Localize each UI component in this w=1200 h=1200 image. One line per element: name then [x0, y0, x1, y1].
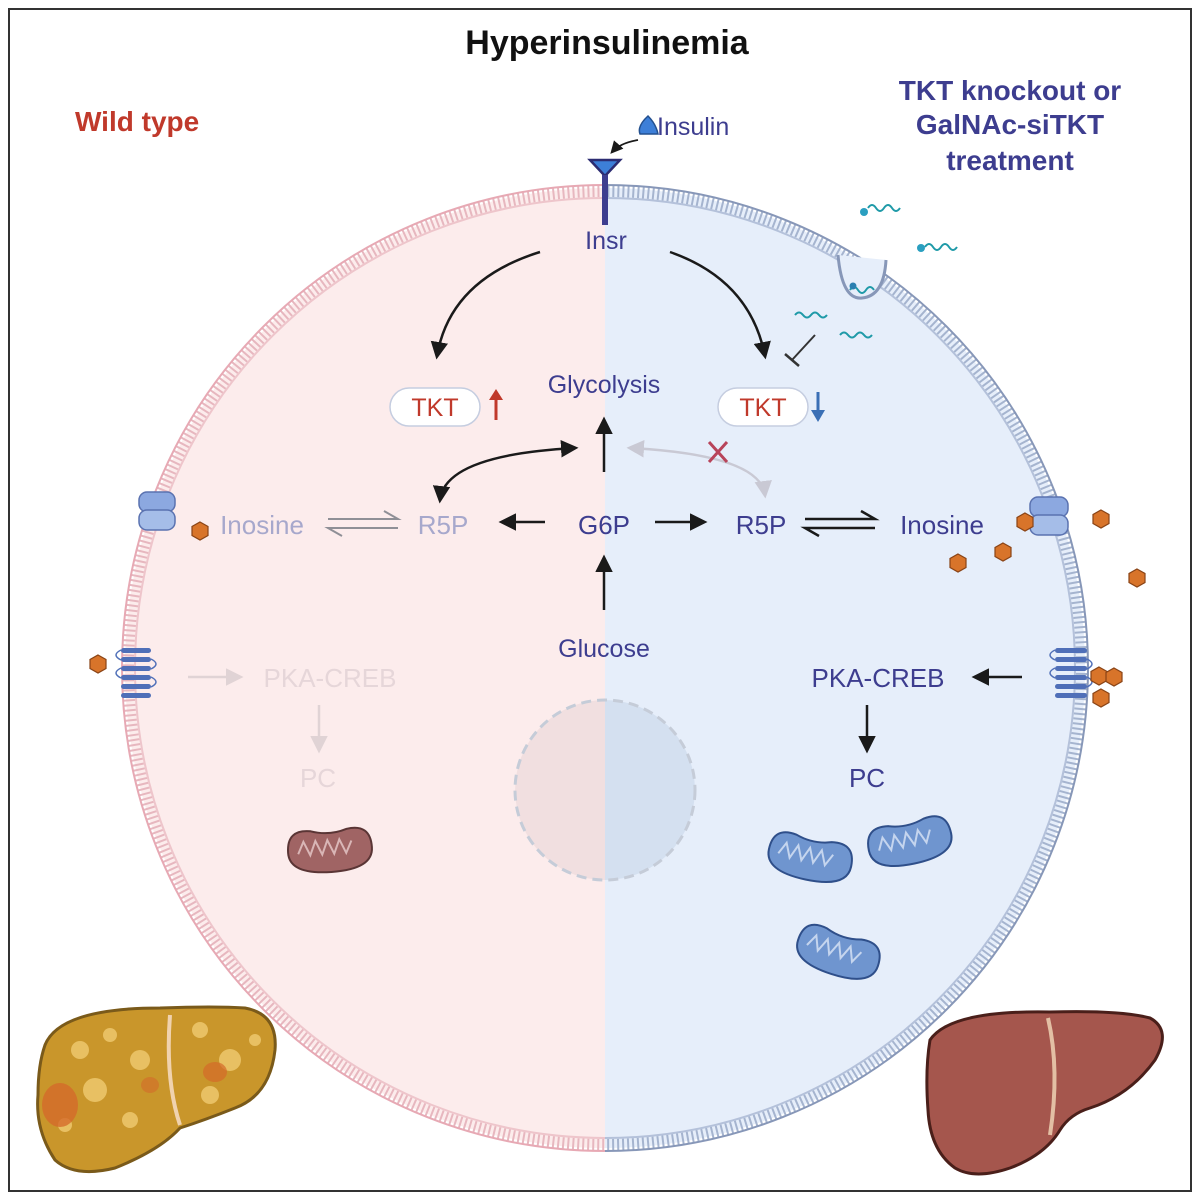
tkt-knockout-badge: TKT: [717, 387, 809, 427]
tkt-down-arrow-icon: [811, 392, 825, 422]
r5p-knockout-label: R5P: [736, 510, 787, 540]
transporter-left-icon: [138, 491, 176, 531]
inosine-hexagon-icon: [191, 521, 209, 541]
mitochondrion-icon: [796, 923, 881, 980]
tkt-wild-type-badge: TKT: [389, 387, 481, 427]
sirna-molecule-icon: [794, 311, 828, 319]
glucose-label: Glucose: [558, 635, 650, 663]
inosine-hexagon-icon: [1092, 688, 1110, 708]
knockout-heading-line2: GalNAc-siTKT: [916, 109, 1104, 140]
healthy-liver-icon: [925, 1010, 1164, 1176]
insulin-binding-arrow: [610, 139, 639, 154]
r5p-inosine-right-equilibrium: [800, 509, 880, 538]
insr-to-tkt-right-arrow: [669, 250, 771, 360]
sirna-molecule-icon: [917, 243, 958, 252]
knockout-heading-line3: treatment: [946, 145, 1074, 176]
insulin-receptor-icon: [587, 158, 623, 225]
inosine-knockout-label: Inosine: [900, 510, 984, 540]
g6p-label: G6P: [578, 510, 630, 540]
gpcr-left-icon: [115, 648, 157, 698]
nucleus: [513, 698, 697, 882]
sirna-endocytosis-icon: [836, 254, 888, 300]
transporter-right-icon: [1029, 496, 1069, 536]
tkt-knockout-label: TKT: [739, 394, 786, 422]
inosine-hexagon-icon: [1105, 667, 1123, 687]
sirna-molecule-icon: [860, 204, 901, 216]
sirna-inhibition-symbol: [784, 334, 816, 367]
insulin-label: Insulin: [657, 113, 729, 141]
r5p-glycolysis-right-blocked-arrow: [626, 440, 772, 499]
tkt-up-arrow-icon: [489, 389, 503, 420]
inosine-hexagon-icon: [1090, 666, 1108, 686]
insr-label: Insr: [585, 227, 627, 255]
pka-creb-wild-type-label: PKA-CREB: [264, 663, 397, 693]
inosine-hexagon-icon: [89, 654, 107, 674]
r5p-inosine-left-equilibrium: [324, 510, 402, 537]
gpcr-right-icon: [1049, 648, 1093, 698]
inosine-hexagon-icon: [1128, 568, 1146, 588]
inosine-hexagon-icon: [1092, 509, 1110, 529]
r5p-glycolysis-left-arrow: [432, 440, 579, 504]
pka-creb-knockout-label: PKA-CREB: [812, 663, 945, 693]
inosine-hexagon-icon: [994, 542, 1012, 562]
inosine-hexagon-icon: [949, 553, 967, 573]
mitochondrion-icon: [767, 831, 853, 883]
knockout-heading-line1: TKT knockout or: [899, 75, 1122, 106]
insr-to-tkt-left-arrow: [430, 250, 541, 360]
pc-knockout-label: PC: [849, 763, 885, 793]
fatty-liver-icon: [36, 1005, 277, 1174]
blocked-x-icon: [707, 440, 729, 464]
mitochondrion-icon: [867, 815, 953, 867]
inosine-wild-type-label: Inosine: [220, 510, 304, 540]
tkt-wild-type-label: TKT: [411, 394, 458, 422]
sirna-molecule-icon: [839, 331, 873, 339]
diagram-title: Hyperinsulinemia: [465, 24, 750, 62]
glycolysis-label: Glycolysis: [548, 371, 661, 399]
wild-type-heading: Wild type: [75, 106, 199, 137]
inosine-hexagon-icon: [1016, 512, 1034, 532]
mitochondrion-icon: [287, 826, 373, 874]
insulin-icon: [638, 114, 659, 135]
r5p-wild-type-label: R5P: [418, 510, 469, 540]
pc-wild-type-label: PC: [300, 763, 336, 793]
